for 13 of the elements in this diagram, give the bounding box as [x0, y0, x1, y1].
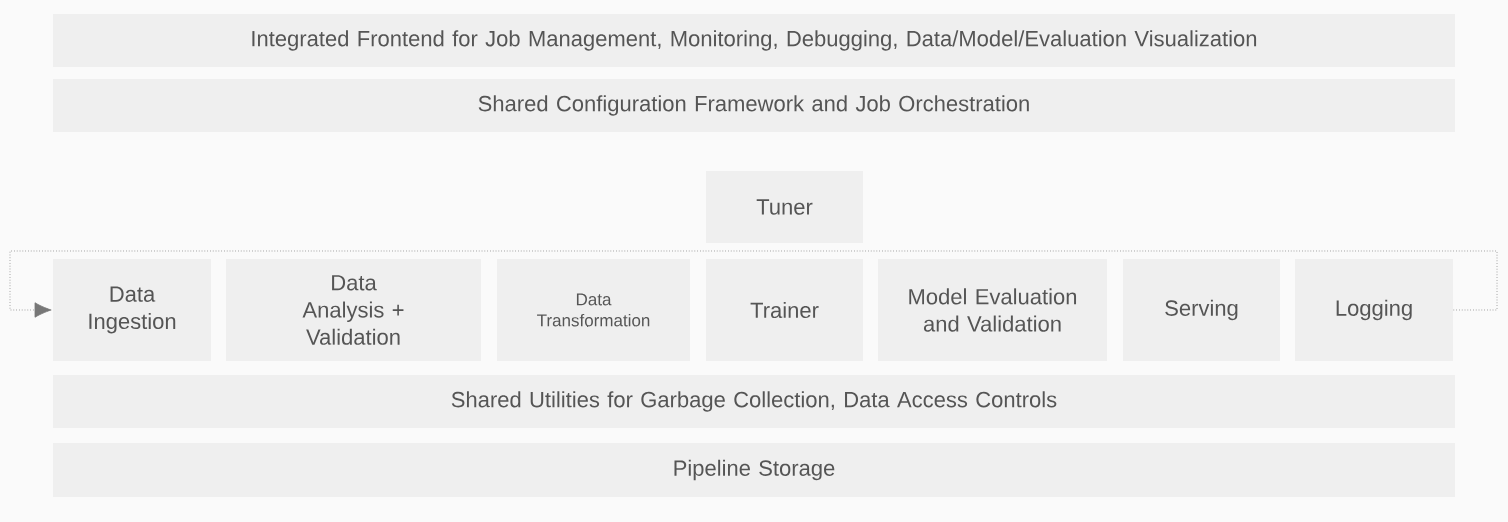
- component-box: Data Ingestion: [53, 259, 211, 361]
- component-box: Model Evaluation and Validation: [878, 259, 1107, 361]
- component-box: Serving: [1123, 259, 1280, 361]
- loop-arrow: [9, 250, 1498, 318]
- component-box: Tuner: [706, 171, 863, 243]
- component-box: Data Analysis + Validation: [226, 259, 481, 361]
- component-box: Pipeline Storage: [53, 443, 1455, 497]
- component-box: Logging: [1295, 259, 1453, 361]
- component-box: Trainer: [706, 259, 863, 361]
- component-box: Data Transformation: [497, 259, 690, 361]
- component-box: Shared Configuration Framework and Job Orchestration: [53, 79, 1455, 132]
- component-box: Integrated Frontend for Job Management, Monitoring, Debugging, Data/Model/Evaluation Visualization: [53, 14, 1455, 67]
- component-box: Shared Utilities for Garbage Collection, Data Access Controls: [53, 375, 1455, 428]
